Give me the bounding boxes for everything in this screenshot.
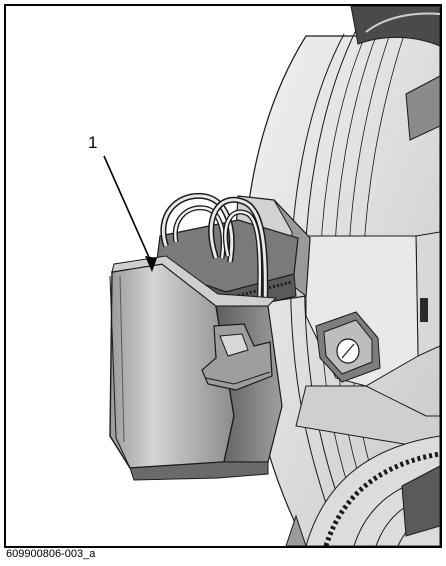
figure-id-label: 609900806-003_a — [6, 548, 96, 560]
clip-latch — [201, 323, 273, 391]
wire-clips — [160, 192, 269, 337]
rotary-knob — [315, 311, 381, 383]
callout-leader — [103, 155, 157, 272]
technical-illustration — [103, 6, 440, 546]
curved-housing — [242, 6, 440, 546]
gear-wheel — [285, 435, 440, 546]
illustration-frame: 1 — [4, 4, 442, 548]
callout-number-label: 1 — [88, 133, 98, 152]
